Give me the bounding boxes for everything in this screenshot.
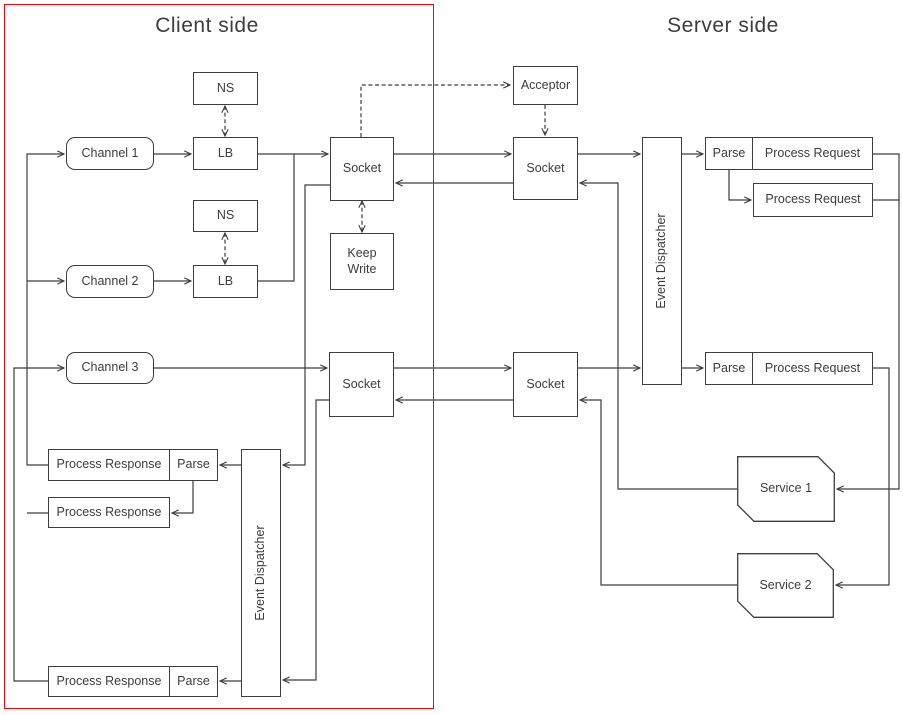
channel-2-label: Channel 2 <box>81 273 139 288</box>
process-response-3-box: Process Response <box>48 666 170 697</box>
wire-response3-to-channel3 <box>13 368 64 682</box>
server-event-dispatcher-box: Event Dispatcher <box>642 137 682 385</box>
keep-write-box: Keep Write <box>330 233 394 290</box>
channel-3-label: Channel 3 <box>81 360 139 375</box>
service-1-box: Service 1 <box>737 456 835 522</box>
wire-request1-to-service1 <box>837 153 900 489</box>
wire-sparse-to-request2 <box>728 170 751 200</box>
wire-csocket2-to-dispatcher <box>283 399 329 680</box>
service-1-label: Service 1 <box>759 481 813 496</box>
process-request-1-label: Process Request <box>764 145 861 160</box>
server-title: Server side <box>667 14 779 37</box>
lb-bottom-label: LB <box>217 273 234 288</box>
process-request-2-label: Process Request <box>765 192 861 207</box>
lb-top-label: LB <box>217 145 234 160</box>
server-parse-bottom-box: Parse <box>705 352 753 385</box>
client-event-dispatcher-label: Event Dispatcher <box>253 525 268 621</box>
channel-1-box: Channel 1 <box>66 137 154 170</box>
wire-request3-to-service2 <box>836 367 890 585</box>
keep-write-label: Keep Write <box>347 245 377 276</box>
wire-response1-to-channel1 <box>26 154 64 466</box>
process-response-2-box: Process Response <box>48 497 170 528</box>
wire-lb2-join <box>258 154 295 282</box>
server-event-dispatcher-label: Event Dispatcher <box>654 213 669 309</box>
client-socket-bottom-label: Socket <box>342 376 381 391</box>
server-parse-top-box: Parse <box>705 137 753 170</box>
wire-service2-to-ssocket2 <box>580 400 737 586</box>
client-parse-bottom-label: Parse <box>177 673 210 688</box>
process-response-1-label: Process Response <box>56 457 162 472</box>
wire-csocket1-to-dispatcher <box>283 184 330 465</box>
process-request-3-label: Process Request <box>764 360 861 375</box>
channel-1-label: Channel 1 <box>81 145 139 160</box>
wire-socket-to-acceptor-dashed <box>360 85 510 137</box>
client-socket-top-label: Socket <box>342 161 382 176</box>
process-request-1-box: Process Request <box>752 137 873 170</box>
acceptor-box: Acceptor <box>513 66 578 105</box>
client-parse-top-box: Parse <box>169 449 218 481</box>
process-request-3-box: Process Request <box>752 352 873 385</box>
client-parse-bottom-box: Parse <box>169 666 218 697</box>
channel-3-box: Channel 3 <box>66 352 154 384</box>
client-title: Client side <box>155 14 259 37</box>
server-socket-bottom-label: Socket <box>526 376 565 391</box>
channel-2-box: Channel 2 <box>66 265 154 298</box>
client-event-dispatcher-box: Event Dispatcher <box>241 449 281 697</box>
ns-box-top: NS <box>193 72 258 105</box>
client-socket-bottom-box: Socket <box>329 352 394 417</box>
wire-service1-to-ssocket1 <box>580 183 737 490</box>
service-2-shape <box>737 553 834 618</box>
lb-box-bottom: LB <box>193 265 258 298</box>
process-response-3-label: Process Response <box>56 673 162 688</box>
client-parse-top-label: Parse <box>177 457 210 472</box>
wire-parse-to-response2 <box>172 481 194 513</box>
server-socket-top-box: Socket <box>513 137 578 200</box>
ns-bottom-label: NS <box>216 208 235 223</box>
server-socket-bottom-box: Socket <box>513 352 578 417</box>
server-socket-top-label: Socket <box>526 160 565 175</box>
process-response-2-label: Process Response <box>56 504 162 519</box>
process-response-1-box: Process Response <box>48 449 170 481</box>
acceptor-label: Acceptor <box>520 77 571 92</box>
ns-top-label: NS <box>216 80 235 95</box>
client-socket-top-box: Socket <box>330 137 394 201</box>
server-parse-bottom-label: Parse <box>712 360 746 375</box>
service-1-shape <box>737 456 835 522</box>
ns-box-bottom: NS <box>193 200 258 232</box>
service-2-box: Service 2 <box>737 553 834 618</box>
service-2-label: Service 2 <box>759 577 812 592</box>
lb-box-top: LB <box>193 137 258 170</box>
server-parse-top-label: Parse <box>712 145 746 160</box>
process-request-2-box: Process Request <box>753 183 873 217</box>
